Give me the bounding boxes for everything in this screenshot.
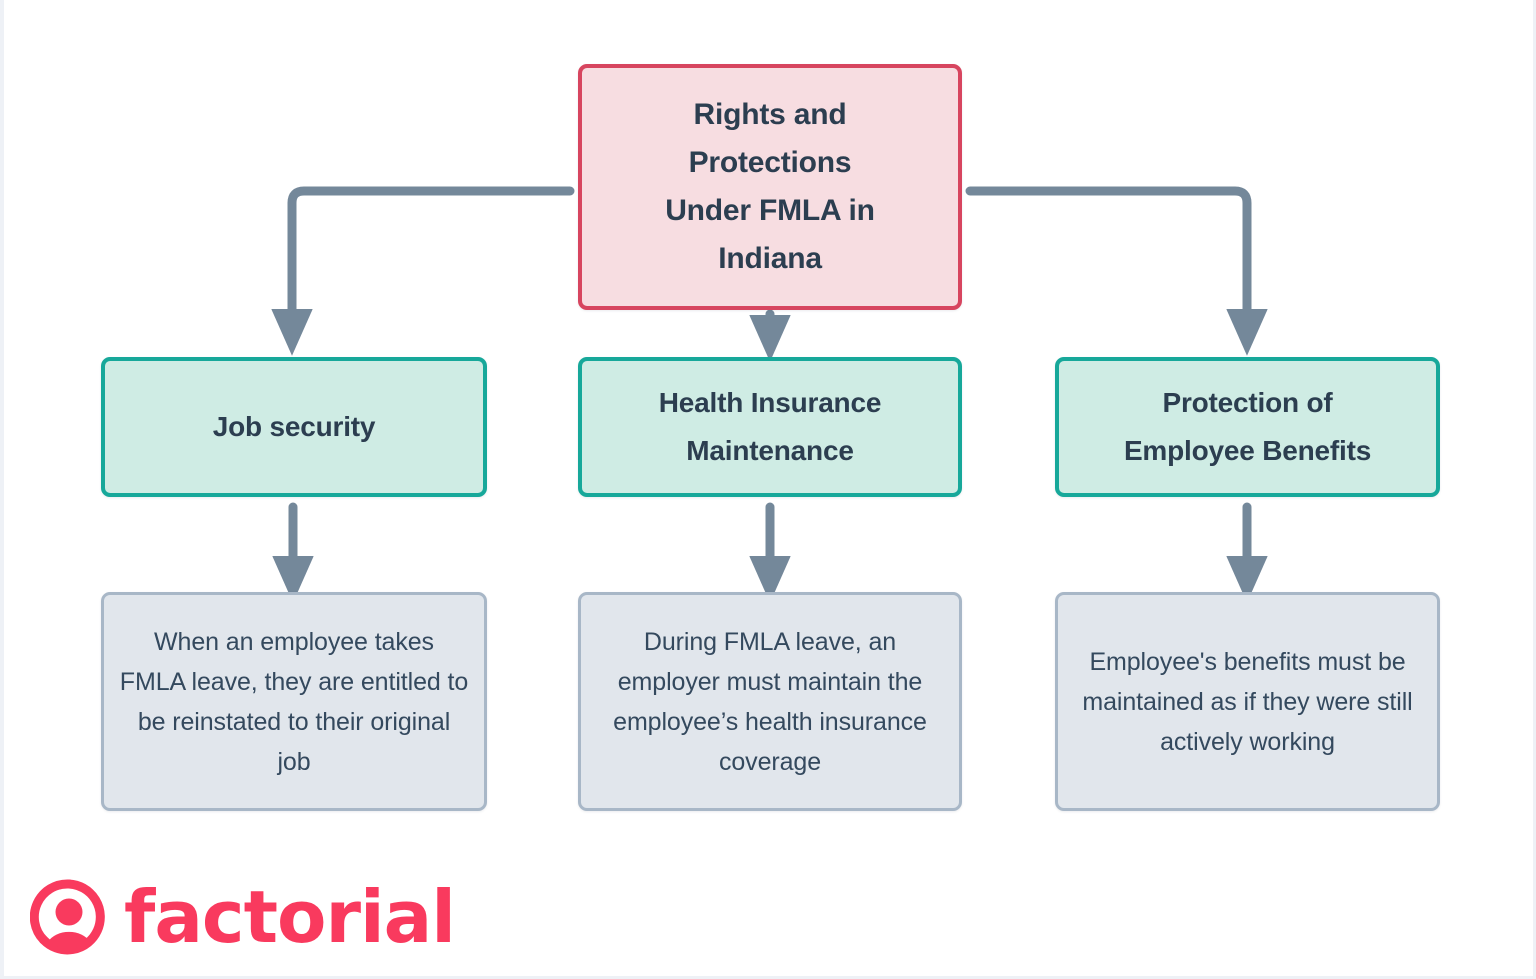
category-node-label: Protection of Employee Benefits <box>1123 387 1372 466</box>
root-node[interactable]: Rights and Protections Under FMLA in Ind… <box>578 64 962 310</box>
description-node-label: When an employee takes FMLA leave, they … <box>119 627 469 776</box>
connector-root-to-left <box>271 186 575 356</box>
person-in-circle-icon <box>30 879 105 955</box>
description-node-label: During FMLA leave, an employer must main… <box>613 627 927 776</box>
category-node-job-security[interactable]: Job security <box>101 357 487 497</box>
category-node-protection-of-employee-benefits[interactable]: Protection of Employee Benefits <box>1055 357 1440 497</box>
category-node-label: Health Insurance Maintenance <box>658 387 882 466</box>
description-node-label: Employee's benefits must be maintained a… <box>1082 647 1413 756</box>
connector-root-to-right <box>965 186 1268 356</box>
description-node-job-security[interactable]: When an employee takes FMLA leave, they … <box>101 592 487 811</box>
description-node-health-insurance-maintenance[interactable]: During FMLA leave, an employer must main… <box>578 592 962 811</box>
description-node-protection-of-employee-benefits[interactable]: Employee's benefits must be maintained a… <box>1055 592 1440 811</box>
factorial-logo: factorial <box>30 875 456 959</box>
factorial-wordmark: factorial <box>124 875 456 959</box>
root-node-label: Rights and Protections Under FMLA in Ind… <box>665 98 875 275</box>
category-node-label: Job security <box>212 411 376 442</box>
category-node-health-insurance-maintenance[interactable]: Health Insurance Maintenance <box>578 357 962 497</box>
